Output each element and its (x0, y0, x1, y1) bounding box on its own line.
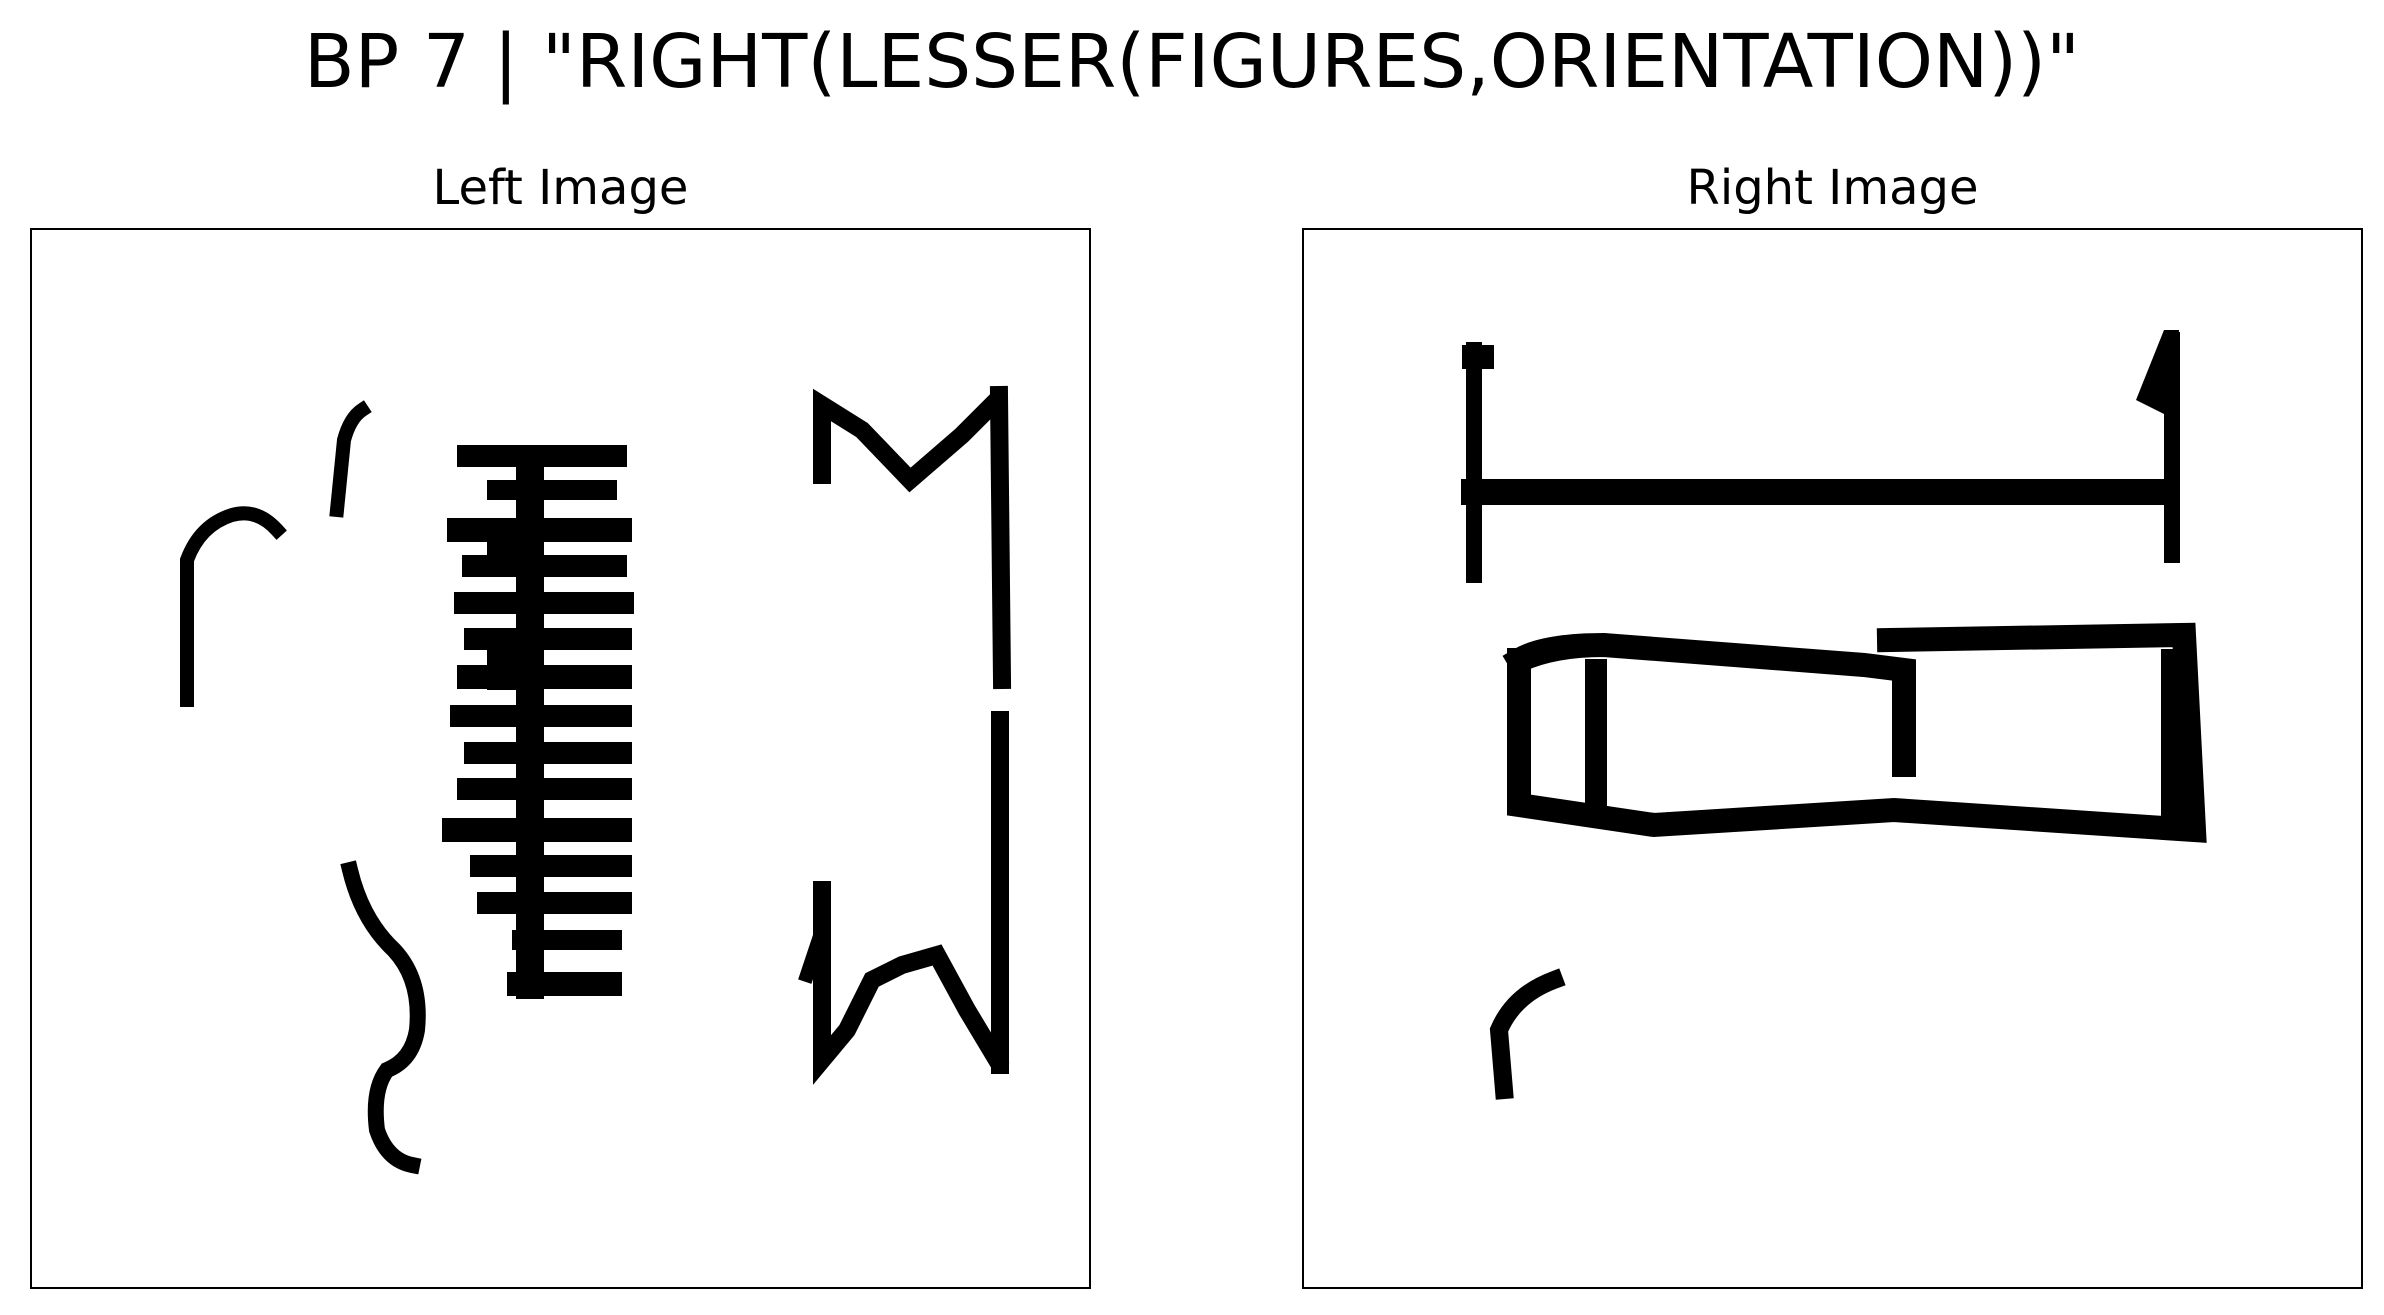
left-bracket-bottom-zigzag (813, 881, 1010, 1085)
right-small-hook (1489, 968, 1566, 1100)
left-bracket-bottom-tail (798, 921, 831, 984)
left-panel: Left Image (30, 158, 1091, 1289)
right-panel: Right Image (1302, 158, 2363, 1289)
left-bracket-top-zigzag (813, 388, 1005, 493)
right-image-canvas (1461, 330, 2207, 1100)
left-ladder-rungs (442, 445, 634, 996)
left-image-canvas (180, 385, 1012, 1175)
left-image-frame (30, 228, 1091, 1289)
right-panel-title: Right Image (1686, 160, 1979, 216)
left-bracket-vertical (989, 385, 1012, 1074)
left-arc-stroke (180, 506, 287, 707)
right-rect-outline (1502, 622, 2207, 843)
left-s-curve (340, 860, 426, 1175)
left-panel-title: Left Image (432, 160, 689, 216)
figure-title: BP 7 | "RIGHT(LESSER(FIGURES,ORIENTATION… (303, 19, 2081, 105)
right-h-right-cap (2136, 330, 2179, 420)
left-tick-stroke (329, 400, 372, 518)
right-h-left-cap (1462, 345, 1494, 369)
right-image-frame (1302, 228, 2363, 1289)
